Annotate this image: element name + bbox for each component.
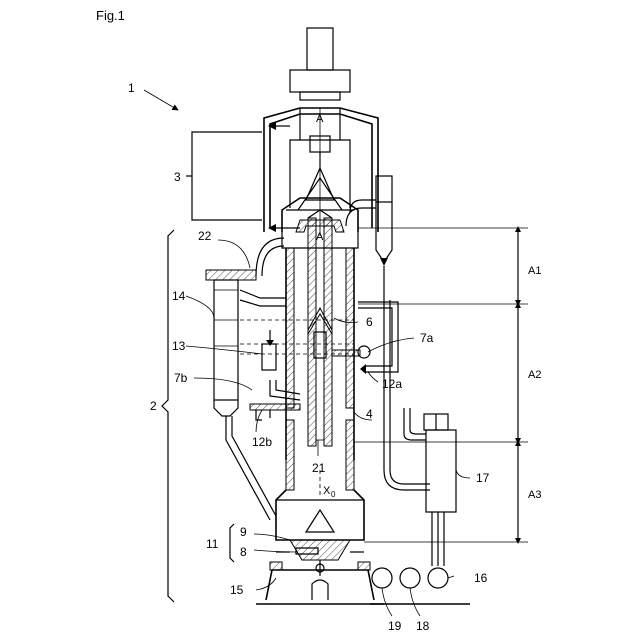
- callout-2: 2: [150, 399, 157, 413]
- callout-8: 8: [240, 545, 247, 559]
- callout-13: 13: [172, 339, 186, 353]
- callout-12b: 12b: [252, 435, 272, 449]
- callout-7a: 7a: [420, 331, 434, 345]
- roller-19: [372, 568, 392, 588]
- callout-4: 4: [366, 407, 373, 421]
- axis-subscript: 0: [331, 490, 336, 499]
- callout-21: 21: [312, 461, 326, 475]
- callout-9: 9: [240, 525, 247, 539]
- callout-14: 14: [172, 289, 186, 303]
- roller-16: [428, 568, 448, 588]
- zone-boundaries: [354, 226, 528, 544]
- recirculation-line: [358, 302, 398, 374]
- zone-label-a1: A1: [528, 265, 541, 277]
- callout-15: 15: [230, 583, 244, 597]
- section-letter-top: A: [316, 113, 324, 125]
- callout-12a: 12a: [382, 377, 402, 391]
- callout-3: 3: [174, 170, 181, 184]
- internal-branch: [240, 320, 354, 420]
- separator-housing: [264, 108, 378, 236]
- figure-label: Fig.1: [96, 8, 125, 23]
- brace-2: [162, 230, 174, 602]
- callout-7b: 7b: [174, 371, 188, 385]
- callout-17: 17: [476, 471, 490, 485]
- brace-11: [230, 524, 234, 562]
- section-letter-bottom: A: [316, 231, 324, 243]
- callout-1-arrow: [144, 90, 178, 110]
- lower-vessel: [276, 490, 364, 576]
- callout-11: 11: [206, 537, 219, 551]
- callout-6: 6: [366, 315, 373, 329]
- callout-16: 16: [474, 571, 488, 585]
- zone-label-a3: A3: [528, 489, 541, 501]
- callout-1: 1: [128, 81, 135, 95]
- callout-22: 22: [198, 229, 212, 243]
- exhaust-stack: [290, 28, 350, 100]
- zone-label-a2: A2: [528, 369, 541, 381]
- callout-19: 19: [388, 619, 402, 633]
- axis-letter: X: [323, 485, 331, 497]
- roller-18: [400, 568, 420, 588]
- brace-3: [186, 132, 262, 220]
- callout-18: 18: [416, 619, 430, 633]
